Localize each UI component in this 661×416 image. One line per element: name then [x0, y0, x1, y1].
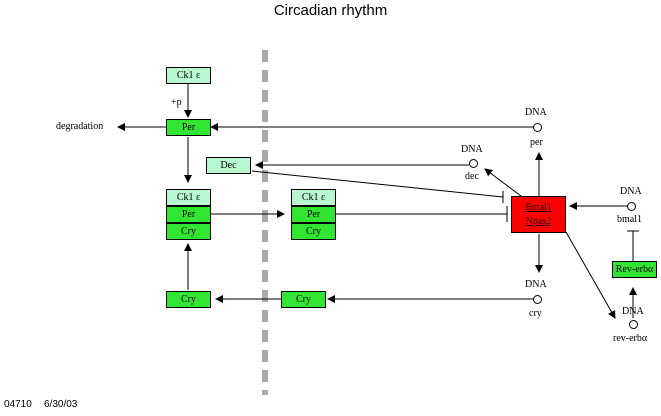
- gene-rev-erba[interactable]: Rev-erbα: [612, 261, 657, 278]
- dna-node-rev-erba[interactable]: [629, 320, 638, 329]
- dna-label-cry: DNA: [525, 279, 547, 290]
- dna-label-bmal1: DNA: [620, 186, 642, 197]
- dna-node-dec[interactable]: [469, 159, 478, 168]
- gene-label-cry: cry: [529, 308, 542, 319]
- left-complex[interactable]: Ck1 ε Per Cry: [166, 189, 211, 240]
- bmal1-label: Bmal1: [525, 201, 552, 213]
- gene-label-rev-erba: rev-erbα: [613, 333, 648, 344]
- gene-ck1e-top[interactable]: Ck1 ε: [166, 67, 211, 84]
- gene-bmal1-npas2[interactable]: Bmal1 Npas2: [511, 196, 566, 233]
- mid-complex[interactable]: Ck1 ε Per Cry: [291, 189, 336, 240]
- dna-node-bmal1[interactable]: [627, 202, 636, 211]
- dna-label-per: DNA: [525, 107, 547, 118]
- gene-cry-left[interactable]: Cry: [166, 291, 211, 308]
- dna-label-rev-erba: DNA: [622, 306, 644, 317]
- mid-complex-per[interactable]: Per: [291, 206, 336, 223]
- map-date: 6/30/03: [44, 399, 78, 410]
- edge-bmal1-to-dec-gene: [484, 168, 522, 197]
- edge-dec-inhibits-bmal1: [251, 170, 504, 198]
- gene-per-top[interactable]: Per: [166, 119, 211, 136]
- phosphorylation-label: +p: [171, 97, 182, 108]
- edge-bmal1-to-reverba-gene: [565, 231, 616, 319]
- diagram-title: Circadian rhythm: [273, 2, 388, 19]
- dna-node-per[interactable]: [533, 123, 542, 132]
- dna-node-cry[interactable]: [533, 295, 542, 304]
- left-complex-per[interactable]: Per: [166, 206, 211, 223]
- mid-complex-cry[interactable]: Cry: [291, 223, 336, 240]
- dna-label-dec: DNA: [461, 144, 483, 155]
- gene-label-bmal1: bmal1: [617, 214, 642, 225]
- npas2-label: Npas2: [525, 215, 552, 227]
- gene-label-dec: dec: [465, 171, 479, 182]
- gene-cry-mid[interactable]: Cry: [281, 291, 326, 308]
- gene-label-per: per: [530, 137, 543, 148]
- degradation-label: degradation: [56, 121, 104, 132]
- map-id: 04710: [4, 399, 32, 410]
- gene-dec[interactable]: Dec: [206, 157, 251, 174]
- left-complex-cry[interactable]: Cry: [166, 223, 211, 240]
- mid-complex-ck1e[interactable]: Ck1 ε: [291, 189, 336, 206]
- left-complex-ck1e[interactable]: Ck1 ε: [166, 189, 211, 206]
